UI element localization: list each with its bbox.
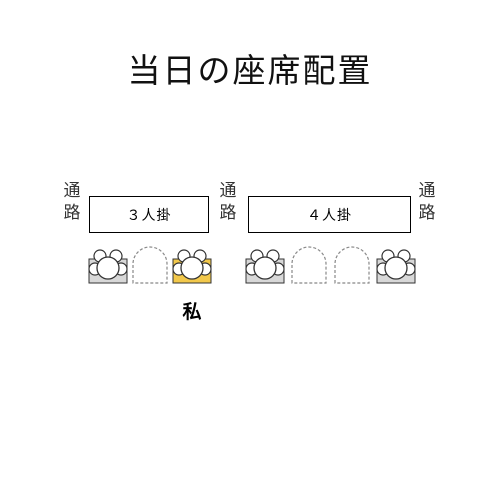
seated-person-icon	[376, 249, 416, 284]
page-title: 当日の座席配置	[127, 51, 373, 90]
seat-4[interactable]	[243, 243, 287, 287]
aisle-label-char: 路	[63, 203, 81, 223]
aisle-label-char: 路	[219, 203, 237, 223]
seat-7[interactable]	[374, 243, 418, 287]
seated-person-icon	[245, 249, 285, 284]
aisle-label-char: 通	[418, 181, 436, 201]
aisle-label-left: 通 路	[62, 180, 82, 224]
table-three-seat: ３人掛	[89, 196, 209, 233]
table-four-seat: ４人掛	[248, 196, 411, 233]
self-seat-label: 私	[182, 301, 202, 323]
seat-2[interactable]	[128, 243, 172, 287]
empty-chair-icon	[334, 246, 370, 284]
empty-chair-icon	[291, 246, 327, 284]
aisle-label-right: 通 路	[417, 180, 437, 224]
empty-chair-icon	[132, 246, 168, 284]
seat-6[interactable]	[330, 243, 374, 287]
aisle-label-middle: 通 路	[218, 180, 238, 224]
aisle-label-char: 通	[219, 181, 237, 201]
aisle-label-char: 通	[63, 181, 81, 201]
seat-3[interactable]	[170, 243, 214, 287]
seat-1[interactable]	[86, 243, 130, 287]
aisle-label-char: 路	[418, 203, 436, 223]
seated-person-icon	[172, 249, 212, 284]
seated-person-icon	[88, 249, 128, 284]
seat-5[interactable]	[287, 243, 331, 287]
